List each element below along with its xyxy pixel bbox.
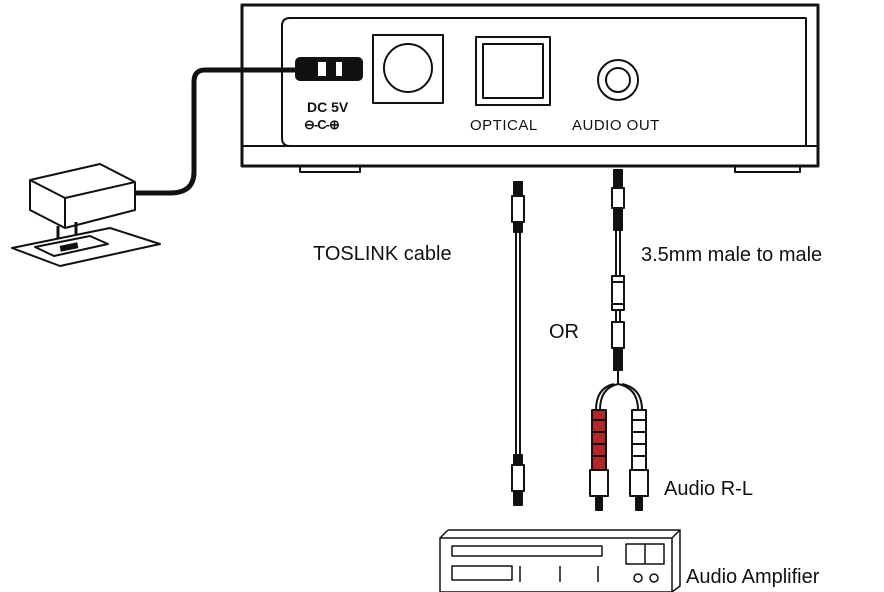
stereo-cable-label: 3.5mm male to male bbox=[641, 244, 823, 266]
converter-box bbox=[240, 3, 820, 173]
or-label: OR bbox=[549, 321, 579, 343]
audio-out-label: AUDIO OUT bbox=[572, 117, 660, 134]
rca-plug-right bbox=[589, 409, 609, 511]
rca-plug-left bbox=[629, 409, 649, 511]
audio-amplifier bbox=[439, 529, 681, 592]
toslink-cable-label: TOSLINK cable bbox=[313, 243, 452, 265]
power-adapter bbox=[11, 67, 296, 267]
port-block-left bbox=[372, 34, 444, 104]
rca-label: Audio R-L bbox=[664, 478, 753, 500]
audio-out-jack bbox=[597, 59, 639, 101]
toslink-cable bbox=[511, 181, 525, 506]
dc-power-jack bbox=[295, 57, 363, 81]
stereo-cable bbox=[595, 169, 643, 411]
dc-polarity-symbol: ⊖-C-⊕ bbox=[304, 117, 340, 132]
optical-label: OPTICAL bbox=[470, 117, 538, 134]
dc-label: DC 5V bbox=[307, 99, 349, 115]
optical-port bbox=[475, 36, 551, 106]
amplifier-label: Audio Amplifier bbox=[686, 566, 820, 588]
